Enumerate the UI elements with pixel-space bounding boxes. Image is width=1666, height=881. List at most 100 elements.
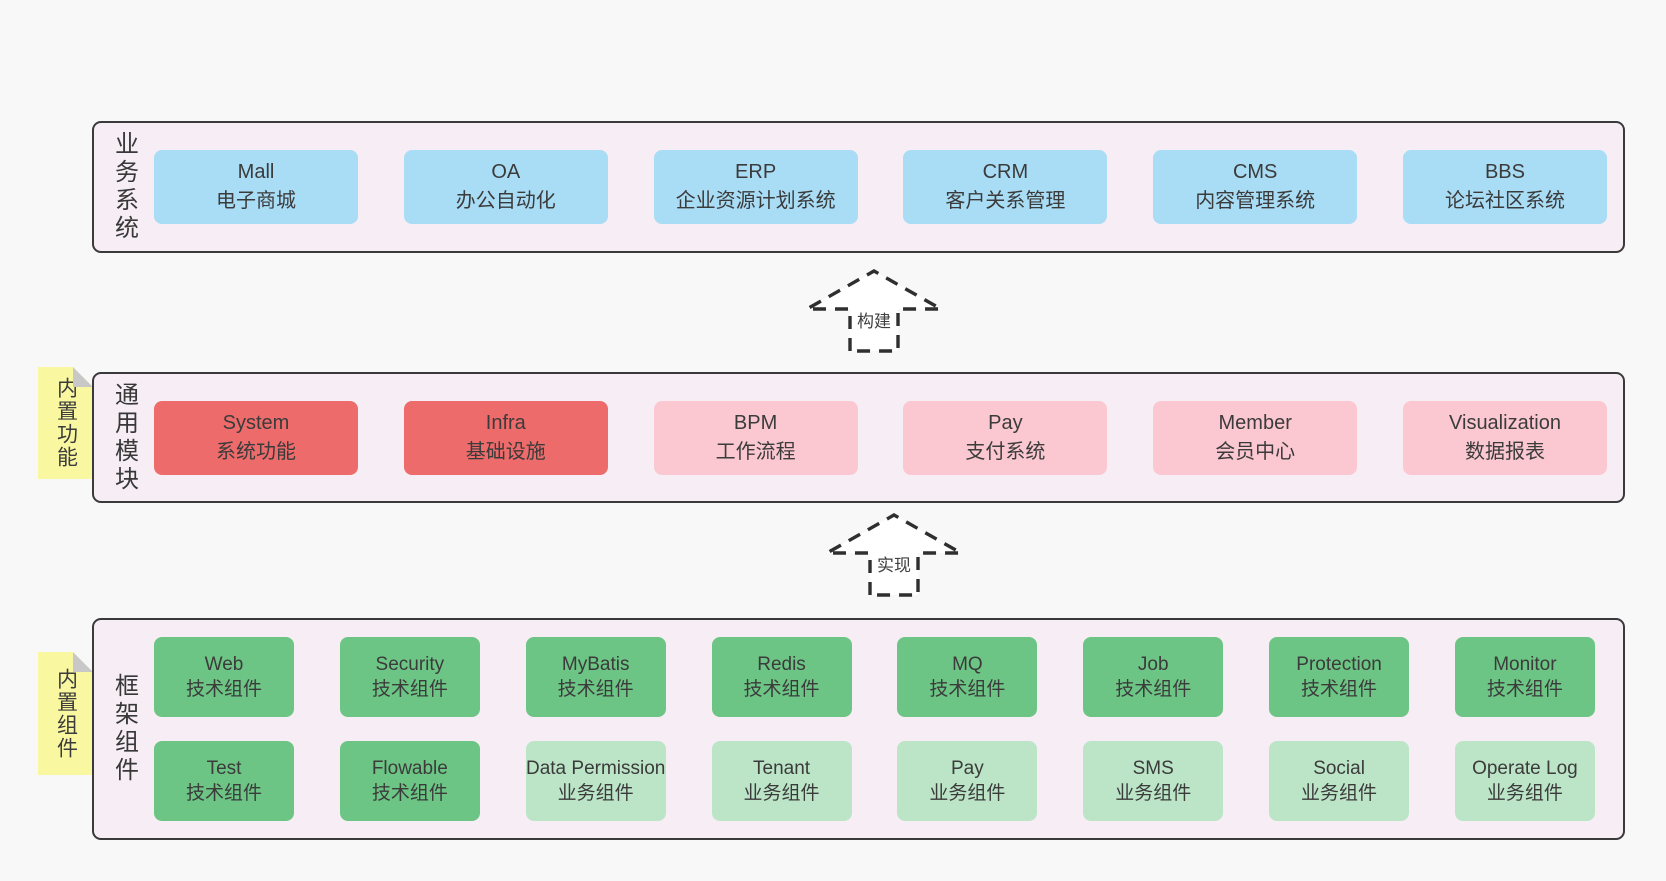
box-bbs: BBS 论坛社区系统 xyxy=(1402,150,1607,224)
box-desc: 系统功能 xyxy=(216,440,296,463)
box-desc: 支付系统 xyxy=(965,440,1046,463)
note-text: 内置功能 xyxy=(54,377,78,469)
box-name: Pay xyxy=(951,758,984,779)
arrow-build-label: 构建 xyxy=(854,307,894,332)
box-name: Security xyxy=(375,654,445,675)
box-sms: SMS 业务组件 xyxy=(1083,741,1224,821)
box-name: Operate Log xyxy=(1472,758,1578,779)
note-built-in-components: 内置组件 xyxy=(38,652,93,775)
box-name: Pay xyxy=(988,411,1023,434)
box-flowable: Flowable 技术组件 xyxy=(339,741,480,821)
box-mq: MQ 技术组件 xyxy=(897,637,1038,717)
arrow-implement: 实现 xyxy=(821,510,967,598)
folded-corner-icon xyxy=(73,367,93,387)
box-tenant: Tenant 业务组件 xyxy=(711,741,852,821)
box-name: Monitor xyxy=(1493,654,1557,675)
box-name: Web xyxy=(204,654,244,675)
box-desc: 技术组件 xyxy=(371,679,448,700)
box-desc: 电子商城 xyxy=(216,190,296,212)
box-name: Job xyxy=(1137,654,1169,675)
box-name: Member xyxy=(1218,411,1292,434)
box-test: Test 技术组件 xyxy=(154,741,294,821)
box-job: Job 技术组件 xyxy=(1083,637,1224,717)
band-business-systems: 业务系统 Mall 电子商城 OA 办公自动化 ERP 企业资源计划系统 CRM… xyxy=(92,121,1625,253)
box-redis: Redis 技术组件 xyxy=(711,637,852,717)
box-name: Flowable xyxy=(371,758,448,779)
box-desc: 企业资源计划系统 xyxy=(675,190,836,212)
box-name: MyBatis xyxy=(561,654,630,675)
box-name: ERP xyxy=(735,161,777,183)
framework-boxes-grid: Web 技术组件 Security 技术组件 MyBatis 技术组件 Redi… xyxy=(154,620,1623,838)
box-name: Mall xyxy=(237,161,275,183)
business-boxes-row: Mall 电子商城 OA 办公自动化 ERP 企业资源计划系统 CRM 客户关系… xyxy=(154,123,1623,251)
box-pay-business: Pay 业务组件 xyxy=(897,741,1038,821)
box-bpm: BPM 工作流程 xyxy=(653,400,858,475)
box-name: SMS xyxy=(1132,758,1174,779)
folded-corner-icon xyxy=(73,652,93,672)
band-business-label: 业务系统 xyxy=(110,131,138,243)
box-desc: 技术组件 xyxy=(929,679,1006,700)
box-name: System xyxy=(222,411,290,434)
band-label-column: 框架组件 xyxy=(94,620,154,838)
box-mybatis: MyBatis 技术组件 xyxy=(525,637,666,717)
box-desc: 业务组件 xyxy=(1115,783,1192,804)
box-desc: 基础设施 xyxy=(465,440,546,463)
box-protection: Protection 技术组件 xyxy=(1269,637,1410,717)
box-name: BBS xyxy=(1484,161,1525,183)
box-cms: CMS 内容管理系统 xyxy=(1153,150,1358,224)
box-name: Visualization xyxy=(1449,411,1561,434)
box-name: CRM xyxy=(982,161,1029,183)
framework-row-1: Web 技术组件 Security 技术组件 MyBatis 技术组件 Redi… xyxy=(154,637,1595,717)
box-name: BPM xyxy=(733,411,778,434)
box-security: Security 技术组件 xyxy=(339,637,480,717)
box-desc: 技术组件 xyxy=(557,679,634,700)
box-desc: 技术组件 xyxy=(371,783,448,804)
box-oa: OA 办公自动化 xyxy=(403,150,608,224)
box-mall: Mall 电子商城 xyxy=(154,150,358,224)
box-desc: 业务组件 xyxy=(1486,783,1563,804)
box-operate-log: Operate Log 业务组件 xyxy=(1454,741,1595,821)
band-framework-label: 框架组件 xyxy=(110,673,138,785)
box-desc: 会员中心 xyxy=(1215,440,1296,463)
band-label-column: 业务系统 xyxy=(94,123,154,251)
box-erp: ERP 企业资源计划系统 xyxy=(653,150,858,224)
box-desc: 办公自动化 xyxy=(455,190,556,212)
note-text: 内置组件 xyxy=(54,667,78,760)
box-data-permission: Data Permission 业务组件 xyxy=(525,741,666,821)
note-built-in-functions: 内置功能 xyxy=(38,367,93,479)
box-desc: 数据报表 xyxy=(1464,440,1545,463)
box-desc: 业务组件 xyxy=(929,783,1006,804)
band-framework-components: 框架组件 Web 技术组件 Security 技术组件 MyBatis 技术组件… xyxy=(92,618,1625,840)
module-boxes-row: System 系统功能 Infra 基础设施 BPM 工作流程 Pay 支付系统… xyxy=(154,374,1623,501)
box-name: Test xyxy=(206,758,242,779)
arrow-implement-label: 实现 xyxy=(874,551,914,576)
box-desc: 技术组件 xyxy=(1486,679,1563,700)
box-desc: 论坛社区系统 xyxy=(1444,190,1565,212)
box-desc: 技术组件 xyxy=(743,679,820,700)
box-name: Tenant xyxy=(753,758,811,779)
box-crm: CRM 客户关系管理 xyxy=(903,150,1108,224)
band-label-column: 通用模块 xyxy=(94,374,154,501)
box-desc: 工作流程 xyxy=(715,440,796,463)
box-desc: 技术组件 xyxy=(185,783,262,804)
box-name: Protection xyxy=(1296,654,1382,675)
box-pay: Pay 支付系统 xyxy=(903,400,1108,475)
box-desc: 客户关系管理 xyxy=(945,190,1066,212)
framework-row-2: Test 技术组件 Flowable 技术组件 Data Permission … xyxy=(154,741,1595,821)
box-name: Infra xyxy=(485,411,526,434)
box-name: Data Permission xyxy=(525,758,666,779)
box-desc: 业务组件 xyxy=(1301,783,1378,804)
box-system: System 系统功能 xyxy=(154,400,358,475)
box-desc: 技术组件 xyxy=(1115,679,1192,700)
box-name: CMS xyxy=(1232,161,1278,183)
box-name: OA xyxy=(491,161,521,183)
box-desc: 业务组件 xyxy=(743,783,820,804)
box-monitor: Monitor 技术组件 xyxy=(1454,637,1595,717)
box-desc: 技术组件 xyxy=(185,679,262,700)
box-name: Redis xyxy=(757,654,806,675)
band-modules-label: 通用模块 xyxy=(110,381,138,494)
box-infra: Infra 基础设施 xyxy=(403,400,608,475)
box-desc: 技术组件 xyxy=(1301,679,1378,700)
box-name: Social xyxy=(1313,758,1365,779)
box-desc: 内容管理系统 xyxy=(1195,190,1316,212)
